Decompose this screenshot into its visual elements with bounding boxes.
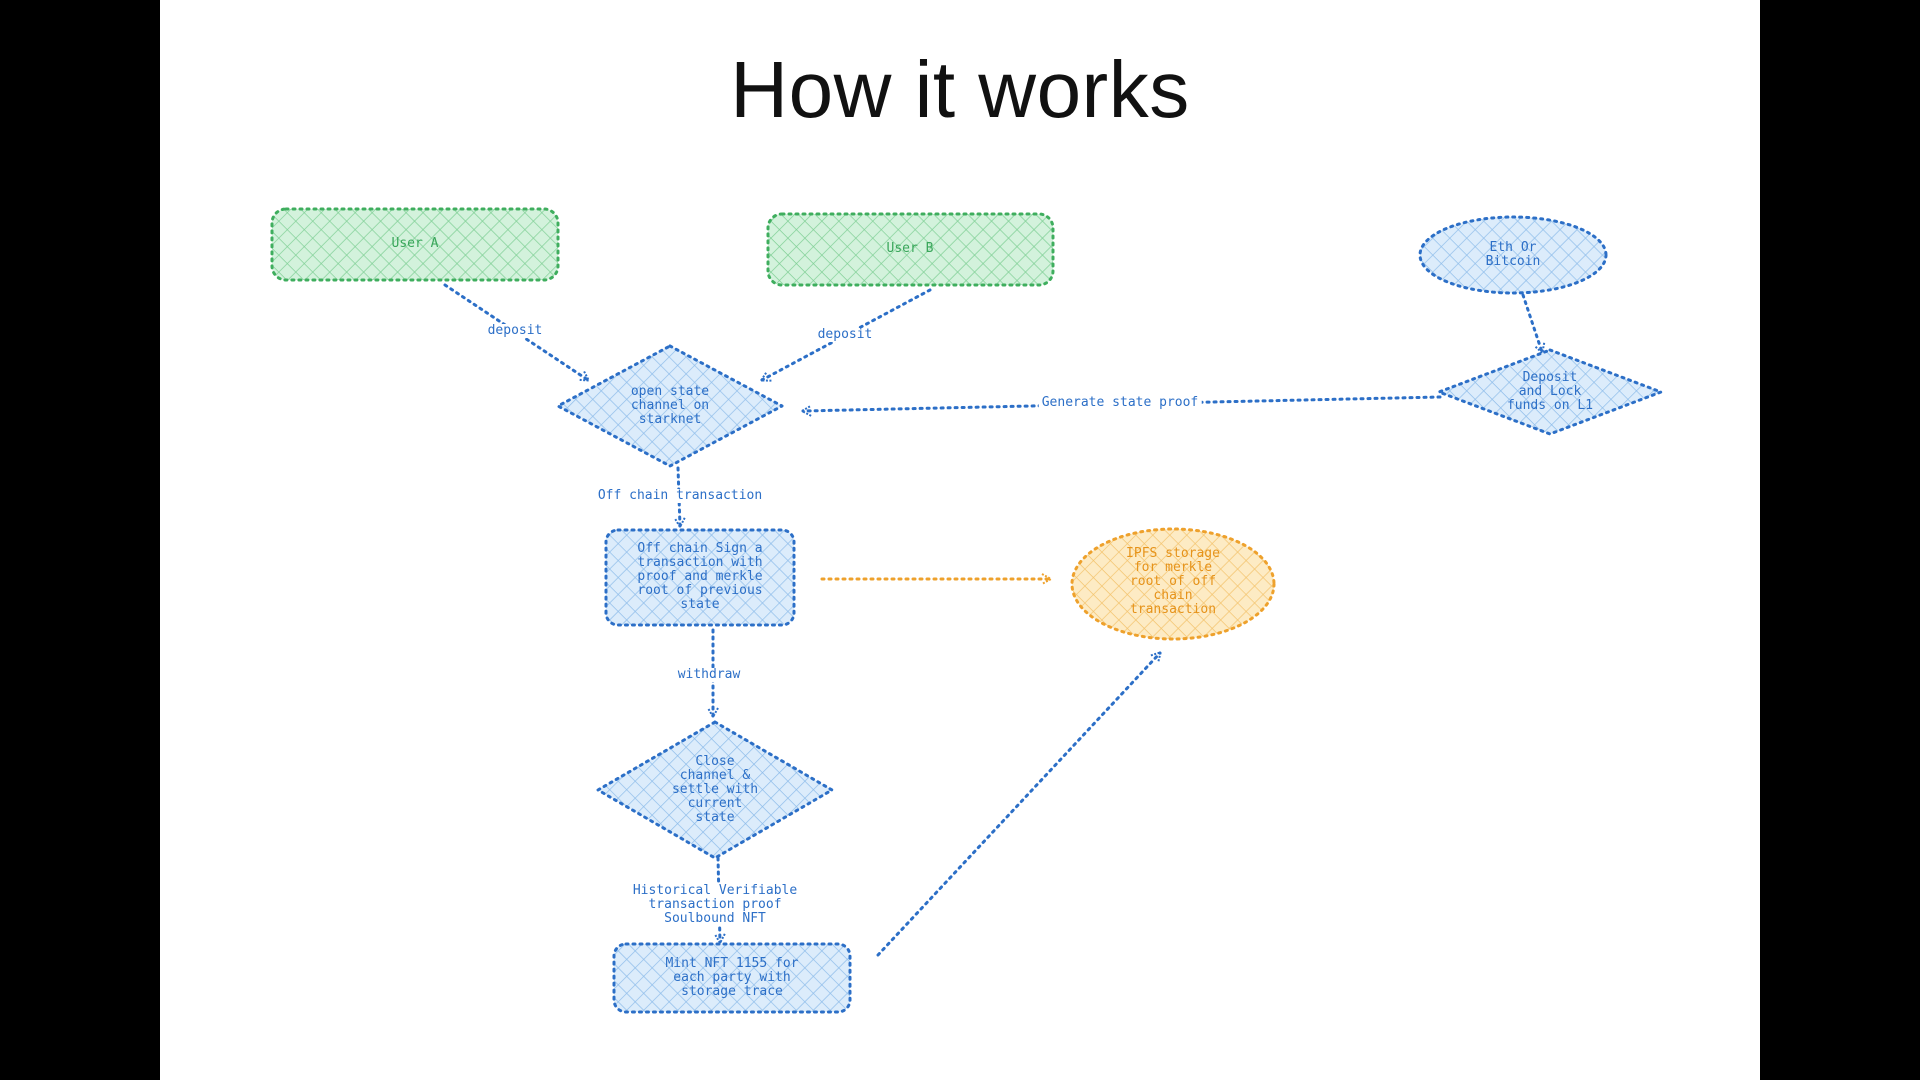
node-close-channel: Close channel & settle with current stat… bbox=[671, 754, 759, 825]
edge-generate-state-proof bbox=[803, 395, 1442, 411]
edge-label-generate-state-proof: Generate state proof bbox=[1038, 396, 1202, 410]
edge-label-deposit-b: deposit bbox=[814, 328, 876, 342]
node-ipfs-storage-shape bbox=[1070, 527, 1276, 641]
node-deposit-lock-shape bbox=[1437, 348, 1663, 436]
node-open-state-channel-shape bbox=[556, 344, 784, 468]
edge-label-historical-proof: Historical Verifiable transaction proof … bbox=[629, 884, 801, 926]
node-user-b: User B bbox=[886, 241, 934, 256]
node-deposit-lock: Deposit and Lock funds on L1 bbox=[1506, 370, 1594, 413]
node-open-state-channel: open state channel on starknet bbox=[630, 384, 710, 427]
node-user-b-shape bbox=[766, 212, 1055, 287]
edge-label-withdraw: withdraw bbox=[674, 668, 744, 682]
node-eth-or-bitcoin: Eth Or Bitcoin bbox=[1485, 240, 1541, 269]
edge-eth-to-deposit bbox=[1521, 293, 1542, 352]
node-user-a: User A bbox=[391, 236, 439, 251]
node-close-channel-shape bbox=[596, 720, 834, 860]
node-ipfs-storage: IPFS storage for merkle root of off chai… bbox=[1126, 546, 1220, 617]
edge-label-deposit-a: deposit bbox=[484, 324, 546, 338]
node-user-a-shape bbox=[270, 207, 560, 282]
node-eth-bitcoin-shape bbox=[1418, 215, 1608, 295]
node-mint-nft-shape bbox=[612, 942, 852, 1014]
flow-diagram bbox=[270, 207, 1663, 1014]
slide: How it works bbox=[160, 0, 1760, 1080]
slide-title: How it works bbox=[730, 45, 1190, 134]
edge-label-off-chain-transaction: Off chain transaction bbox=[594, 489, 766, 503]
node-off-chain-sign-shape bbox=[604, 528, 796, 627]
edge-mint-to-ipfs bbox=[876, 653, 1160, 957]
node-mint-nft: Mint NFT 1155 for each party with storag… bbox=[665, 956, 799, 999]
node-off-chain-sign: Off chain Sign a transaction with proof … bbox=[637, 541, 763, 612]
